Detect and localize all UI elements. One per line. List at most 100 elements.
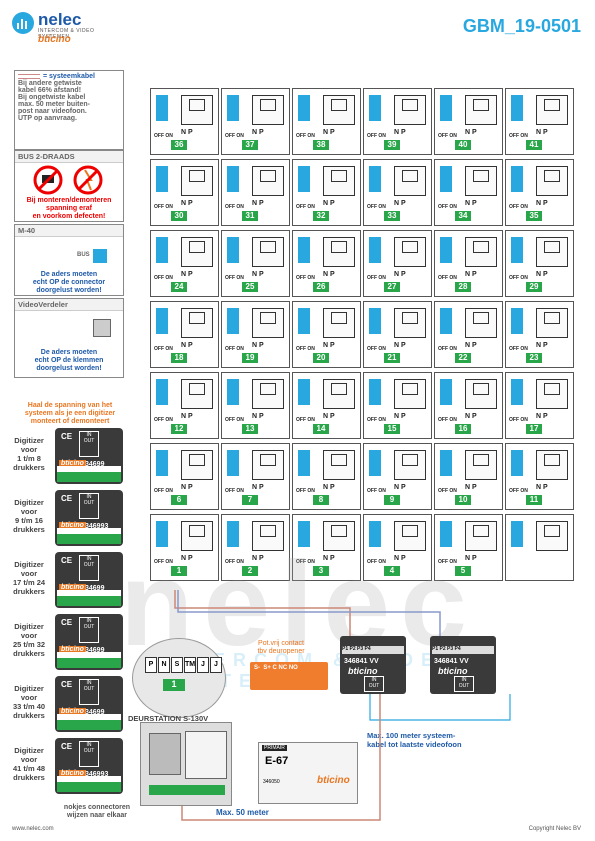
relay-terminals: S- S+ C NC NO	[254, 665, 298, 671]
ce-mark: CE	[61, 432, 73, 441]
offon-label: OFF ON	[438, 133, 457, 139]
no-power-icon	[33, 165, 103, 195]
vv-ports: P1 P2 P3 P4	[432, 646, 494, 654]
panel-number: 18	[171, 353, 187, 363]
offon-label: OFF ON	[509, 417, 528, 423]
videofoon-icon	[536, 379, 568, 409]
connector-icon	[156, 95, 168, 121]
digitizer-label-line: drukkers	[13, 463, 45, 472]
logo-mark-icon	[12, 12, 34, 34]
power-supply: PRIMAIR E-67 346050 bticino	[258, 742, 358, 804]
videofoon-icon	[394, 379, 426, 409]
power-note-line: monteert of demonteert	[30, 418, 110, 425]
np-label: N P	[536, 129, 548, 136]
terminal-label: N	[158, 657, 170, 673]
m40-bus-label: BUS	[77, 252, 90, 258]
vv-tag: VV	[369, 658, 379, 665]
panel-number: 4	[384, 566, 400, 576]
panel-number: 11	[526, 495, 542, 505]
np-label: N P	[181, 271, 193, 278]
offon-label: OFF ON	[296, 417, 315, 423]
vv-out: OUT	[368, 683, 380, 689]
np-label: N P	[252, 200, 264, 207]
offon-label: OFF ON	[154, 417, 173, 423]
videoverdeler-box: VideoVerdeler De aders moeten echt OP de…	[14, 298, 124, 378]
offon-label: OFF ON	[296, 346, 315, 352]
connector-icon	[511, 379, 523, 405]
offon-label: OFF ON	[367, 559, 386, 565]
offon-label: OFF ON	[438, 204, 457, 210]
vv-note: De aders moeten	[40, 349, 98, 356]
offon-label: OFF ON	[438, 417, 457, 423]
cable-line: UTP op aanvraag.	[18, 115, 78, 122]
m40-note: echt OP de connector	[32, 279, 106, 286]
notches-note: nokjes connectoren wijzen naar elkaar	[62, 804, 132, 820]
connector-icon	[156, 450, 168, 476]
vv-in: IN	[371, 677, 377, 683]
vv-code: 346841 VV	[434, 658, 469, 665]
digitizer-label-line: voor	[20, 445, 38, 454]
videofoon-icon	[465, 521, 497, 551]
panel-number: 27	[384, 282, 400, 292]
connector-icon	[227, 450, 239, 476]
offon-label: OFF ON	[509, 346, 528, 352]
videofoon-icon	[323, 521, 355, 551]
panel-number: 3	[313, 566, 329, 576]
offon-label: OFF ON	[154, 346, 173, 352]
power-note: Haal de spanning van het systeem als je …	[8, 402, 132, 426]
ce-mark: CE	[61, 742, 73, 751]
panel-number: 31	[242, 211, 258, 221]
digitizer-label-line: 25 t/m 32	[12, 640, 46, 649]
digitizer-label-line: Digitizer	[14, 498, 44, 507]
videofoon-icon	[181, 308, 213, 338]
digitizer-out: OUT	[83, 624, 95, 630]
connector-icon	[511, 450, 523, 476]
panel-number: 17	[526, 424, 542, 434]
potvrij-note: Pot.vrij contact tbv deuropener	[232, 640, 330, 656]
max100-line: kabel tot laatste videofoon	[367, 740, 462, 749]
np-label: N P	[394, 342, 406, 349]
offon-label: OFF ON	[509, 488, 528, 494]
wire	[369, 694, 511, 721]
doorstation-board	[185, 731, 227, 779]
max50-note: Max. 50 meter	[216, 808, 269, 817]
digitizer-label-line: drukkers	[13, 525, 45, 534]
cable-line: post naar videofoon.	[18, 108, 87, 115]
ce-mark: CE	[61, 680, 73, 689]
offon-label: OFF ON	[296, 204, 315, 210]
videofoon-icon	[394, 166, 426, 196]
cable-line: kabel 66% afstand!	[18, 87, 82, 94]
np-label: N P	[252, 271, 264, 278]
cable-line: max. 50 meter buiten-	[18, 101, 90, 108]
np-label: N P	[465, 555, 477, 562]
videofoon-icon	[252, 450, 284, 480]
offon-label: OFF ON	[367, 488, 386, 494]
panel-number: 10	[455, 495, 471, 505]
digitizer-code: 34699	[85, 647, 105, 654]
doorstation-module	[149, 733, 181, 775]
offon-label: OFF ON	[154, 275, 173, 281]
vv-out: OUT	[458, 683, 470, 689]
digitizer-label-line: Digitizer	[14, 684, 44, 693]
power-note-line: Haal de spanning van het	[27, 402, 113, 409]
videofoon-icon	[536, 308, 568, 338]
